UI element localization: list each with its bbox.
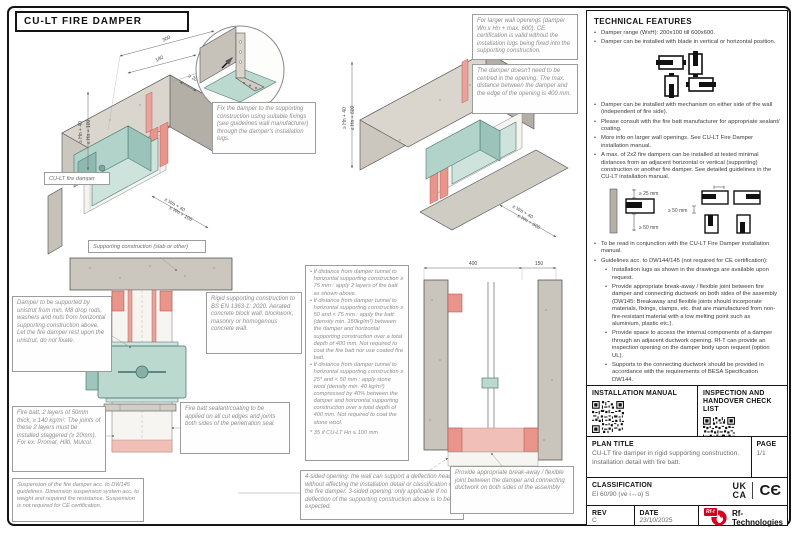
plan-title-cell: PLAN TITLE CU-LT fire damper in rigid su… xyxy=(586,435,752,479)
rev-value: C xyxy=(592,517,597,525)
tech-bullet: More info on larger wall openings. See C… xyxy=(601,135,754,149)
label-culd-damper: CU-LT fire damper xyxy=(44,172,110,185)
bullet-icon: • xyxy=(310,362,314,369)
dim-150: 150 xyxy=(535,261,544,267)
note-fire-batt: Fire batt, 2 layers of 50mm thick, ≥ 140… xyxy=(12,406,106,472)
date-cell: DATE 23/10/2025 xyxy=(633,504,700,526)
dim-hn100: ≤ Hn + 100 xyxy=(86,120,92,145)
bullet-icon xyxy=(594,152,601,182)
bullet-icon xyxy=(594,135,601,150)
page-value: 1/1 xyxy=(756,450,766,458)
bullet-icon xyxy=(594,30,601,37)
dim-50mm-a: ≥ 50 mm xyxy=(639,225,658,231)
dim-hn40: ≥ Hn + 40 xyxy=(78,121,84,143)
tech-bullet: To be read in conjunction with the CU-LT… xyxy=(601,240,770,255)
technical-features-panel: TECHNICAL FEATURES Damper range (WxH): 2… xyxy=(586,10,788,392)
note-distance-rules: • If distance from damper tunnel to hori… xyxy=(305,265,409,461)
section-left-leaders xyxy=(106,256,449,494)
sheet-border xyxy=(7,6,791,526)
note-unistrut: Damper to be supported by unistrut from … xyxy=(12,296,112,372)
installation-manual-label: INSTALLATION MANUAL xyxy=(592,390,678,397)
bullet-icon xyxy=(605,330,612,360)
bullet-icon xyxy=(594,39,601,46)
date-value: 23/10/2025 xyxy=(639,517,673,525)
tech-sub-bullet: Provide appropriate break-away / flexibl… xyxy=(612,283,778,327)
inspection-checklist-cell: INSPECTION AND HANDOVER CHECK LIST xyxy=(697,385,788,449)
classification-value: EI 60/90 (ve i↔o) S xyxy=(592,490,650,498)
bullet-icon xyxy=(594,241,601,256)
bullet-icon xyxy=(605,284,612,328)
section-view-left xyxy=(69,257,233,453)
sheet-title: CU-LT FIRE DAMPER xyxy=(15,11,189,32)
inspection-checklist-label: INSPECTION AND HANDOVER CHECK LIST xyxy=(703,390,772,413)
page-cell: PAGE 1/1 xyxy=(750,435,788,479)
tech-bullet: A max. of 2x2 fire dampers can be instal… xyxy=(601,152,772,181)
note-breakaway: Provide appropriate break-away / flexibl… xyxy=(450,466,574,514)
brand-name: Rf-Technologies xyxy=(732,508,783,527)
bullet-icon xyxy=(605,267,612,282)
tech-sub-bullet: Supports to the connecting ductwork shou… xyxy=(612,361,764,383)
dim-300: 300 xyxy=(161,34,171,43)
spacing-diagram-icons: ≥ 25 mm ≥ 50 mm ≥ 50 mm xyxy=(594,185,780,237)
detail-circle xyxy=(171,25,285,115)
bullet-icon xyxy=(594,102,601,117)
dim-20: ≥ 20 xyxy=(187,73,199,83)
note-sealant-coating: Fire batt sealant/coating to be applied … xyxy=(180,402,290,454)
tech-bullet: Please consult with the fire batt manufa… xyxy=(601,118,780,133)
page-label: PAGE xyxy=(756,440,777,448)
dim-25mm: ≥ 25 mm xyxy=(639,191,658,197)
plan-title-label: PLAN TITLE xyxy=(592,440,634,448)
bullet-icon xyxy=(605,362,612,384)
bullet-icon: • xyxy=(310,269,314,275)
plan-title-value: CU-LT fire damper in rigid supporting co… xyxy=(592,450,740,466)
note-larger-openings: For larger wall openings (damper Wn x Hn… xyxy=(472,14,578,60)
bullet-icon xyxy=(594,258,601,265)
brand-cell: Rf-t Rf-Technologies xyxy=(698,504,788,527)
rf-technologies-logo: Rf-t Rf-Technologies xyxy=(703,506,787,527)
iso-view-left xyxy=(47,74,217,255)
dim-180: 180 xyxy=(154,54,164,63)
note-not-centred: The damper doesn't need to be centred in… xyxy=(472,64,578,114)
date-label: DATE xyxy=(639,509,659,517)
rf-t-badge: Rf-t xyxy=(703,506,718,517)
tech-sub-bullet: Installation lugs as shown in the drawin… xyxy=(612,267,769,281)
note-four-sided: 4-sided opening: the wall can support a … xyxy=(300,470,464,520)
ce-mark-icon: CЄ xyxy=(752,482,781,500)
blade-orientation-icons xyxy=(594,50,780,98)
installation-manual-qr-code xyxy=(592,400,624,433)
technical-features-heading: TECHNICAL FEATURES xyxy=(594,17,693,26)
tech-bullet: Damper range (WxH): 200x100 till 600x600… xyxy=(601,30,716,36)
note-rigid-construction: Rigid supporting construction to BS EN 1… xyxy=(206,292,302,354)
note-fix-damper: Fix the damper to the supporting constru… xyxy=(212,102,316,154)
tech-bullet: Guidelines acc. to DW144/145 (not requir… xyxy=(601,257,768,264)
classification-label: CLASSIFICATION xyxy=(592,482,653,489)
note-suspension: Suspension of the fire damper acc. to DW… xyxy=(12,478,144,522)
note-distance-footnote: * 35 if CU-LT Hn ≤ 100 mm xyxy=(310,429,379,436)
rev-cell: REV C xyxy=(586,504,635,526)
bullet-icon xyxy=(594,119,601,134)
installation-manual-cell: INSTALLATION MANUAL xyxy=(586,385,698,437)
dim-50mm-b: ≥ 50 mm xyxy=(668,208,687,214)
iso-right-dimensions xyxy=(351,61,557,238)
rev-label: REV xyxy=(592,509,607,517)
label-supporting-construction: Supporting construction (slab or other) xyxy=(88,240,206,253)
bullet-icon: • xyxy=(310,297,314,304)
dim-hn600: ≤ Hn + 600 xyxy=(350,106,356,131)
dim-hn40-right: ≥ Hn + 40 xyxy=(342,107,348,129)
tech-bullet: Damper can be installed with blade in ve… xyxy=(601,39,776,46)
tech-bullet: Damper can be installed with mechanism o… xyxy=(601,101,773,116)
section-view-right xyxy=(423,267,563,467)
dim-400: 400 xyxy=(469,261,478,267)
tech-sub-bullet: Provide space to access the internal com… xyxy=(612,330,773,359)
